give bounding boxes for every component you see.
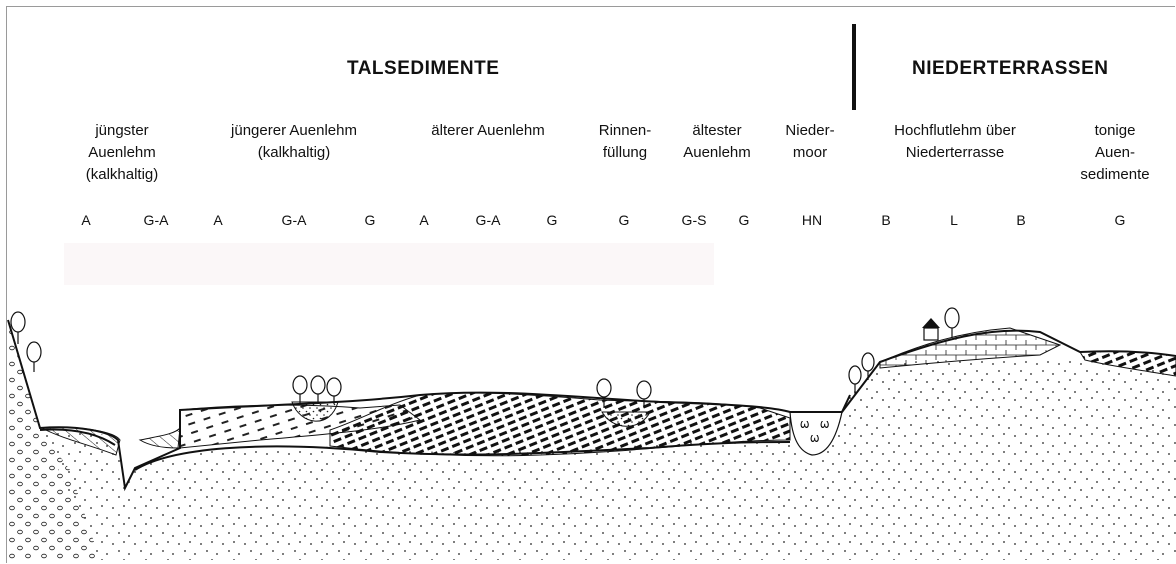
hatched-loam-left-2 bbox=[140, 428, 180, 448]
house-icon bbox=[922, 318, 940, 340]
tree-icon bbox=[293, 376, 341, 404]
peat-symbol: Ѡ bbox=[820, 420, 829, 431]
peat-symbol: Ѡ bbox=[810, 434, 819, 445]
peat-symbol: Ѡ bbox=[800, 420, 809, 431]
tree-icon bbox=[945, 308, 959, 338]
